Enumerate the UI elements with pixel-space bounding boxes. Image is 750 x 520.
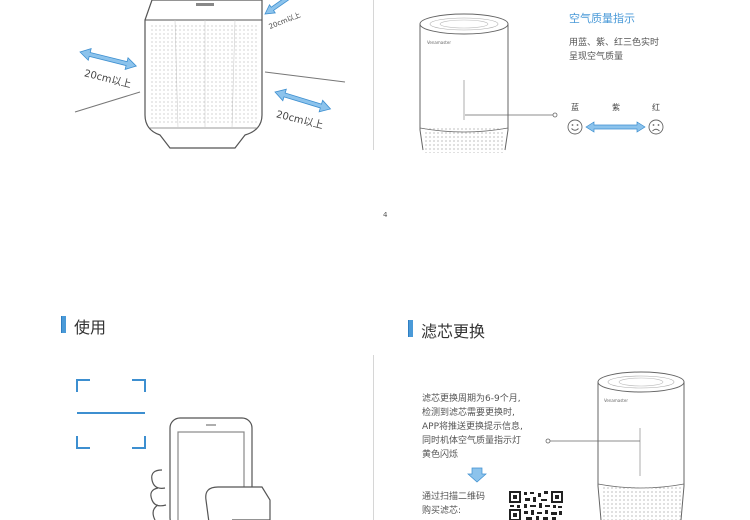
color-blue-label: 蓝 [571,103,579,112]
filter-line-4: 同时机体空气质量指示灯 [422,436,522,446]
scan-illustration [76,379,271,520]
side-arrow [79,48,138,71]
mesh-texture [150,24,258,124]
bottom-divider [373,355,374,520]
section-use-marker [61,316,66,333]
indicator-illustration: Venamaster [415,10,515,155]
brand-label-2: Venamaster [604,398,628,403]
filter-line-5: 黄色闪烁 [422,450,459,460]
color-purple-label: 紫 [612,103,620,112]
filter-purifier-illustration: Venamaster [594,368,690,520]
mesh-texture-3 [602,486,681,520]
qr-line-1: 通过扫描二维码 [422,492,486,502]
placement-illustration: 20cm以上 20cm以上 20cm以上 [0,0,370,160]
filter-line-3: APP将推送更换提示信息, [422,422,523,432]
filter-line-1: 滤芯更换周期为6-9个月, [422,394,521,404]
purifier-front [419,13,509,151]
color-red-label: 红 [652,103,660,112]
page-number: 4 [383,211,388,219]
phone-hand-icon [150,417,271,520]
section-use-title: 使用 [74,318,107,337]
quality-scale [567,119,664,135]
sad-face-icon [648,119,664,135]
distance-arrows [79,0,332,113]
qr-line-2: 购买滤芯: [422,506,462,516]
happy-face-icon [567,119,583,135]
filter-line-2: 检测到滤芯需要更换时, [422,408,515,418]
section-filter-title: 滤芯更换 [421,322,486,341]
top-divider [373,0,374,150]
mesh-texture-2 [424,127,504,153]
indicator-desc-line-2: 呈现空气质量 [569,52,624,62]
indicator-leader [465,112,558,118]
back-arrow [264,0,303,15]
section-filter-marker [408,320,413,337]
indicator-desc-line-1: 用蓝、紫、红三色实时 [569,38,660,48]
indicator-title: 空气质量指示 [569,12,635,25]
front-arrow [274,88,332,113]
scale-arrow-icon [585,121,646,133]
scan-frame-icon [76,379,146,449]
brand-label: Venamaster [427,40,451,45]
